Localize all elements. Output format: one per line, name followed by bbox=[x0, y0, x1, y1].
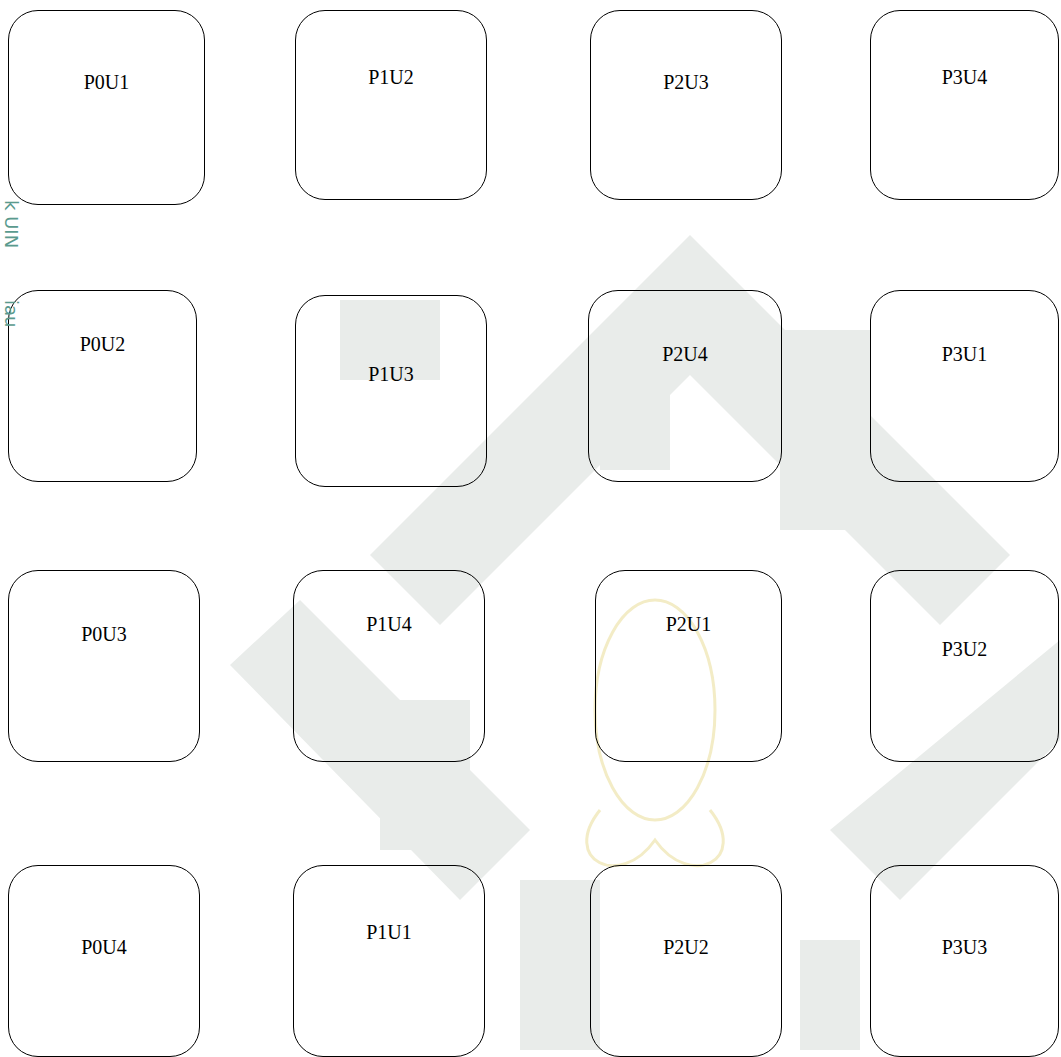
box-label: P0U2 bbox=[9, 333, 196, 356]
rounded-box: P2U2 bbox=[590, 865, 782, 1057]
rounded-box: P3U3 bbox=[870, 865, 1059, 1057]
box-label: P1U3 bbox=[296, 363, 486, 386]
box-label: P1U4 bbox=[294, 613, 484, 636]
rounded-box: P2U1 bbox=[595, 570, 782, 762]
rounded-box: P0U1 bbox=[8, 10, 205, 205]
box-label: P2U4 bbox=[589, 343, 781, 366]
rounded-box: P1U2 bbox=[295, 10, 487, 200]
rounded-box: P3U1 bbox=[870, 290, 1059, 482]
box-label: P2U2 bbox=[591, 936, 781, 959]
rounded-box: P1U1 bbox=[293, 865, 485, 1057]
box-label: P1U1 bbox=[294, 921, 484, 944]
rounded-box: P1U3 bbox=[295, 295, 487, 487]
box-label: P2U1 bbox=[596, 613, 781, 636]
box-label: P1U2 bbox=[296, 66, 486, 89]
box-label: P3U2 bbox=[871, 638, 1058, 661]
rounded-box: P0U2 bbox=[8, 290, 197, 482]
box-label: P3U1 bbox=[871, 343, 1058, 366]
box-label: P0U1 bbox=[9, 71, 204, 94]
rounded-box: P2U4 bbox=[588, 290, 782, 482]
rounded-box: P3U4 bbox=[870, 10, 1059, 200]
box-label: P0U3 bbox=[9, 623, 199, 646]
box-label: P3U3 bbox=[871, 936, 1058, 959]
rounded-box: P0U3 bbox=[8, 570, 200, 762]
rounded-box: P1U4 bbox=[293, 570, 485, 762]
rounded-box: P3U2 bbox=[870, 570, 1059, 762]
watermark-text: iau bbox=[1, 300, 22, 327]
rounded-box: P0U4 bbox=[8, 865, 200, 1057]
box-label: P0U4 bbox=[9, 936, 199, 959]
box-label: P3U4 bbox=[871, 66, 1058, 89]
rounded-box: P2U3 bbox=[590, 10, 782, 200]
box-label: P2U3 bbox=[591, 71, 781, 94]
watermark-text: k UIN bbox=[1, 200, 22, 248]
